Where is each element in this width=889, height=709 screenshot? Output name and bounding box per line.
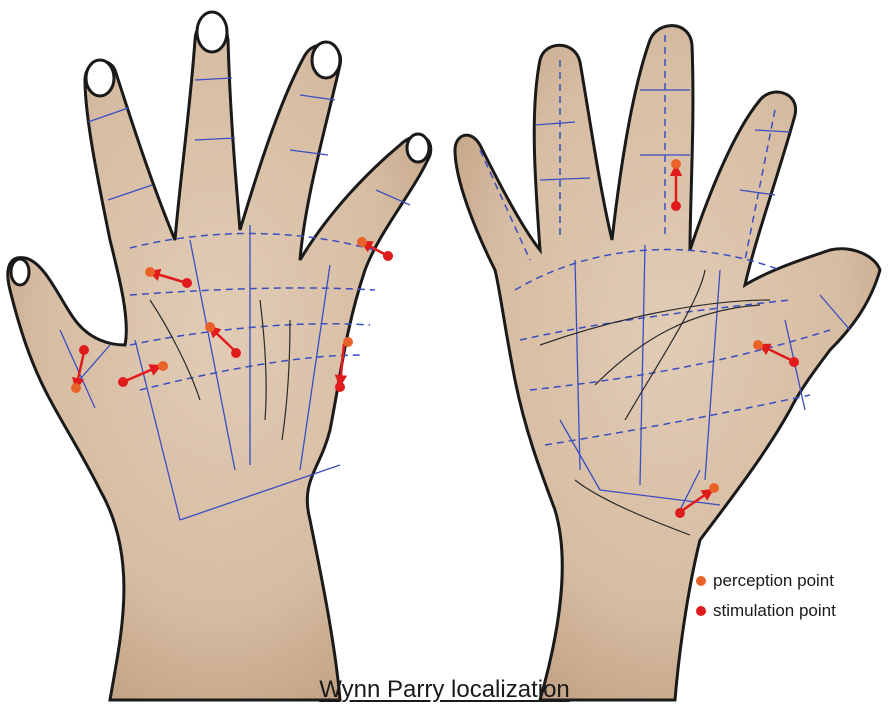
stimulation-point [675,508,685,518]
perception-point [205,322,215,332]
stimulation-point [118,377,128,387]
perception-point [158,361,168,371]
legend-item-perception: perception point [696,566,836,596]
perception-point [671,159,681,169]
stimulation-dot-icon [696,606,706,616]
left-hand-outline [8,19,431,700]
perception-point [709,483,719,493]
perception-point [71,383,81,393]
perception-point [357,237,367,247]
stimulation-point [789,357,799,367]
perception-point [343,337,353,347]
nail-left-middle [312,42,340,78]
nail-left-ring [197,12,227,52]
stimulation-point [335,382,345,392]
perception-point [145,267,155,277]
legend-item-stimulation: stimulation point [696,596,836,626]
caption-text: Wynn Parry localization [319,676,570,703]
stimulation-point [231,348,241,358]
nail-left-thumb [11,259,29,285]
stimulation-point [383,251,393,261]
legend: perception point stimulation point [696,566,836,626]
figure-caption: Wynn Parry localization [0,676,889,704]
legend-label-stimulation: stimulation point [713,601,836,621]
perception-point [753,340,763,350]
perception-dot-icon [696,576,706,586]
stimulation-point [79,345,89,355]
nail-left-pinky [86,60,114,96]
nail-left-index [407,134,429,162]
legend-label-perception: perception point [713,571,834,591]
stimulation-point [671,201,681,211]
stimulation-point [182,278,192,288]
left-hand [8,12,431,700]
